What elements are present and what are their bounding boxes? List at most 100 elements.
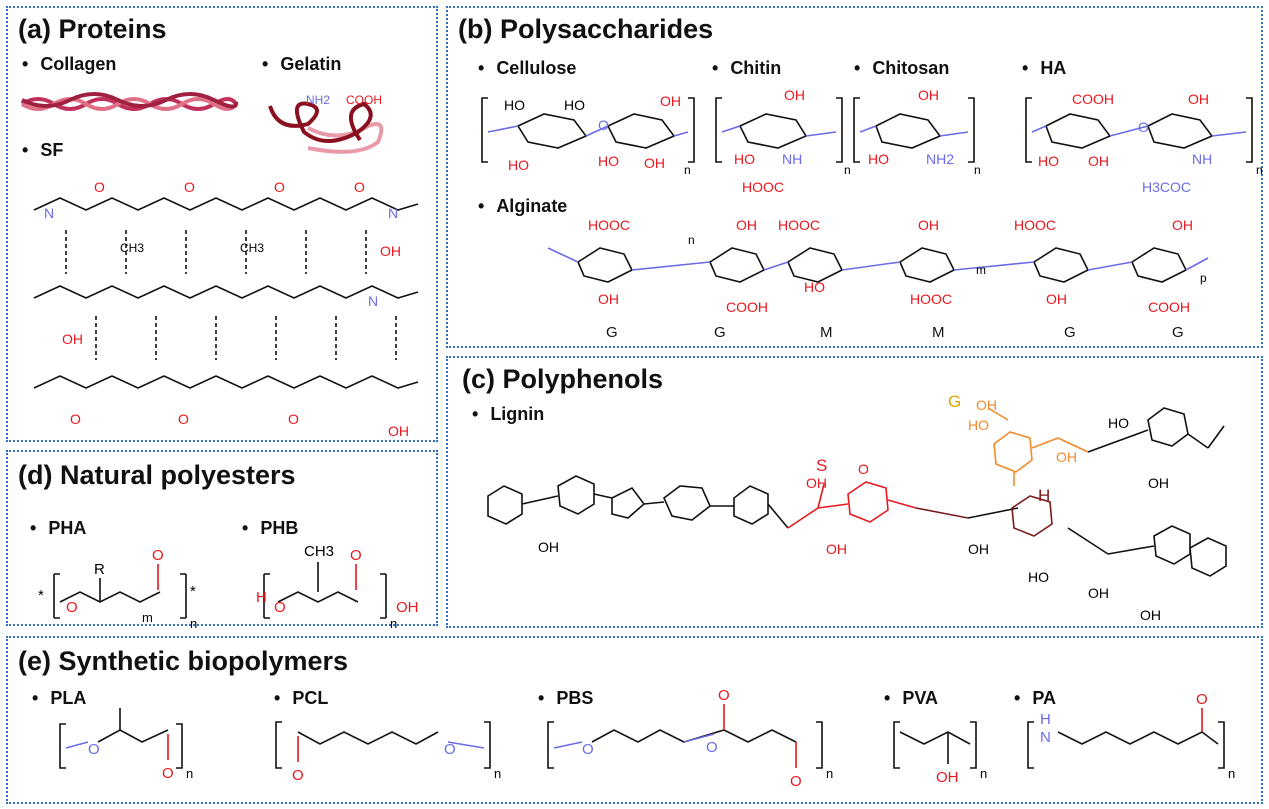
- alginate-unit-label: M: [932, 324, 945, 341]
- svg-text:n: n: [186, 766, 193, 781]
- svg-text:NH2: NH2: [926, 151, 954, 167]
- item-pbs: •PBS: [538, 688, 594, 708]
- svg-text:O: O: [582, 741, 594, 758]
- panel-polyphenols: (c) Polyphenols •Lignin G S H: [446, 356, 1263, 628]
- alginate-unit-label: G: [1064, 324, 1076, 341]
- svg-text:O: O: [444, 741, 456, 758]
- svg-text:OH: OH: [660, 93, 681, 109]
- svg-text:HOOC: HOOC: [1014, 217, 1056, 233]
- svg-text:n: n: [980, 766, 987, 781]
- svg-text:CH3: CH3: [240, 241, 264, 255]
- svg-text:HO: HO: [564, 97, 585, 113]
- svg-text:n: n: [974, 163, 981, 177]
- svg-text:m: m: [976, 263, 986, 277]
- svg-text:O: O: [718, 687, 730, 704]
- svg-text:NH: NH: [782, 151, 802, 167]
- svg-text:O: O: [858, 461, 869, 477]
- gelatin-coil: [268, 101, 384, 154]
- svg-text:NH2: NH2: [306, 93, 330, 107]
- panel-title-synthetic-biopolymers: (e) Synthetic biopolymers: [18, 646, 349, 676]
- svg-text:OH: OH: [784, 87, 805, 103]
- svg-text:OH: OH: [644, 155, 665, 171]
- svg-text:OH: OH: [936, 769, 959, 786]
- svg-text:*: *: [190, 583, 196, 600]
- svg-text:HO: HO: [804, 279, 825, 295]
- svg-text:HOOC: HOOC: [910, 291, 952, 307]
- svg-text:HO: HO: [968, 417, 989, 433]
- sf-chain-1: [33, 197, 419, 389]
- svg-text:CH3: CH3: [304, 543, 334, 560]
- svg-text:OH: OH: [918, 87, 939, 103]
- svg-text:HO: HO: [1038, 153, 1059, 169]
- svg-text:n: n: [1256, 163, 1263, 177]
- svg-text:n: n: [390, 616, 397, 628]
- item-pla: •PLA: [32, 688, 87, 708]
- panel-title-natural-polyesters: (d) Natural polyesters: [18, 460, 296, 490]
- svg-text:OH: OH: [62, 331, 83, 347]
- svg-text:O: O: [706, 739, 718, 756]
- polyester-structures: * O R m O n * CH3 H O O n OH: [38, 543, 419, 628]
- panel-title-polyphenols: (c) Polyphenols: [462, 364, 664, 394]
- svg-text:HO: HO: [734, 151, 755, 167]
- item-pa: •PA: [1014, 688, 1056, 708]
- svg-text:OH: OH: [1172, 217, 1193, 233]
- svg-text:OH: OH: [538, 539, 559, 555]
- svg-text:HOOC: HOOC: [778, 217, 820, 233]
- svg-text:OH: OH: [826, 541, 847, 557]
- item-chitin: •Chitin: [712, 58, 782, 78]
- svg-text:n: n: [1228, 766, 1235, 781]
- svg-text:OH: OH: [380, 243, 401, 259]
- item-phb: •PHB: [242, 518, 299, 538]
- svg-text:n: n: [684, 163, 691, 177]
- svg-text:O: O: [598, 117, 609, 133]
- item-collagen: •Collagen: [22, 54, 117, 74]
- svg-text:N: N: [44, 205, 54, 221]
- svg-text:HO: HO: [868, 151, 889, 167]
- svg-text:H: H: [1040, 711, 1051, 728]
- svg-text:H: H: [256, 589, 267, 606]
- alginate-unit-label: G: [714, 324, 726, 341]
- lignin-structure: OH O OH OH OH HO OH OH HO OH HO OH OH: [487, 397, 1227, 623]
- svg-text:NH: NH: [1192, 151, 1212, 167]
- svg-text:OH: OH: [388, 423, 409, 439]
- synthetic-structures: O O n O O n O O O O n OH n H N O n: [59, 687, 1235, 790]
- panel-title-polysaccharides: (b) Polysaccharides: [458, 14, 714, 44]
- item-gelatin: •Gelatin: [262, 54, 342, 74]
- svg-text:N: N: [388, 205, 398, 221]
- item-pha: •PHA: [30, 518, 87, 538]
- svg-text:HO: HO: [504, 97, 525, 113]
- svg-text:O: O: [1196, 691, 1208, 708]
- svg-text:O: O: [70, 411, 81, 427]
- panel-natural-polyesters: (d) Natural polyesters •PHA •PHB * O R m…: [6, 450, 438, 628]
- protein-structures: NH2 COOH O O O O N N CH3 CH3: [20, 92, 419, 439]
- svg-text:H3COC: H3COC: [1142, 179, 1191, 195]
- svg-text:O: O: [88, 741, 100, 758]
- svg-text:R: R: [94, 561, 105, 578]
- svg-text:*: *: [38, 587, 44, 604]
- svg-text:HOOC: HOOC: [742, 179, 784, 195]
- svg-text:O: O: [184, 179, 195, 195]
- svg-text:OH: OH: [968, 541, 989, 557]
- svg-text:HO: HO: [1028, 569, 1049, 585]
- unit-label-g: G: [948, 392, 962, 411]
- polysaccharide-structures: HO HO O OH HO HO OH n OH HO NH HOOC n OH…: [481, 87, 1263, 315]
- svg-text:OH: OH: [1088, 153, 1109, 169]
- svg-text:OH: OH: [1140, 607, 1161, 623]
- svg-text:N: N: [368, 293, 378, 309]
- svg-text:O: O: [152, 547, 164, 564]
- svg-text:N: N: [1040, 729, 1051, 746]
- svg-text:O: O: [350, 547, 362, 564]
- svg-text:O: O: [94, 179, 105, 195]
- svg-text:OH: OH: [1188, 91, 1209, 107]
- svg-text:COOH: COOH: [726, 299, 768, 315]
- svg-text:O: O: [66, 599, 78, 616]
- svg-text:COOH: COOH: [1148, 299, 1190, 315]
- item-ha: •HA: [1022, 58, 1067, 78]
- svg-text:O: O: [162, 765, 174, 782]
- svg-text:OH: OH: [598, 291, 619, 307]
- svg-text:p: p: [1200, 271, 1207, 285]
- svg-text:OH: OH: [918, 217, 939, 233]
- svg-text:O: O: [274, 599, 286, 616]
- svg-text:O: O: [288, 411, 299, 427]
- svg-text:O: O: [790, 773, 802, 790]
